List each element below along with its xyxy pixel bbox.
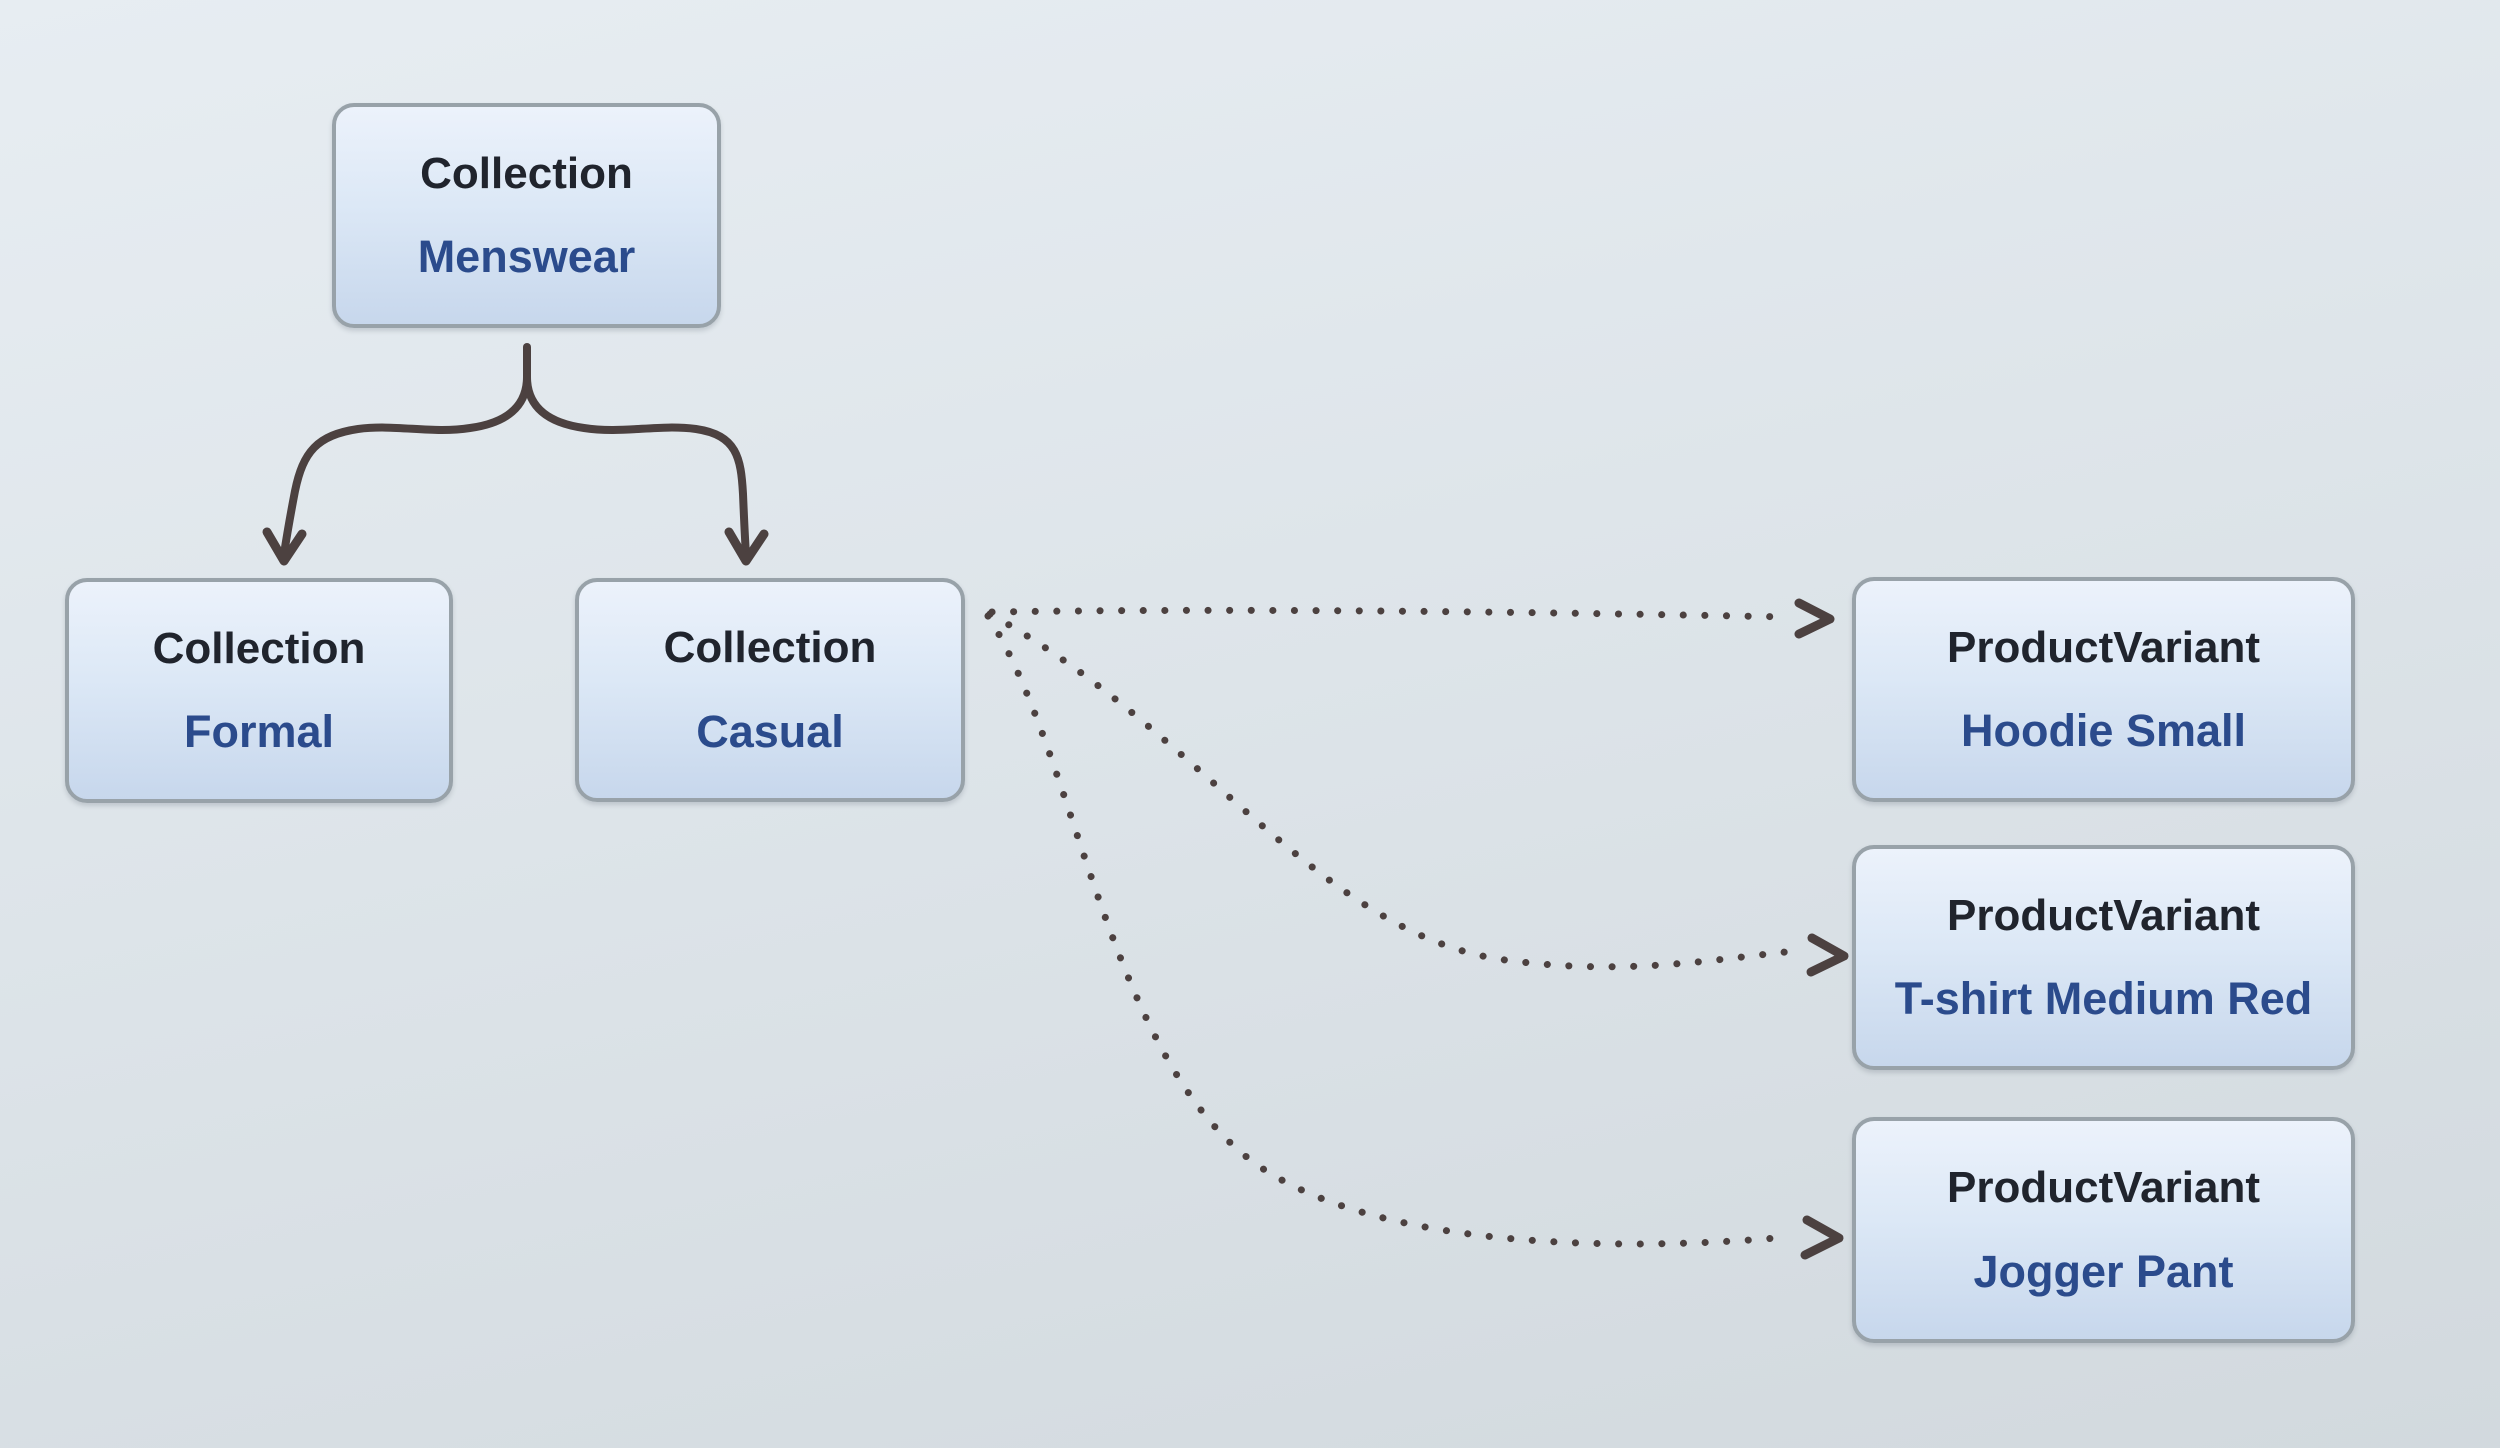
- node-productvariant-hoodie-small: ProductVariant Hoodie Small: [1852, 577, 2355, 802]
- arrowhead-right-icon: [1806, 933, 1849, 977]
- edge-menswear-casual: [523, 373, 750, 558]
- node-collection-casual: Collection Casual: [575, 578, 965, 802]
- edge-casual-hoodie: [988, 606, 1794, 621]
- arrowhead-down-icon: [724, 527, 769, 566]
- node-collection-menswear: Collection Menswear: [332, 103, 721, 328]
- arrowhead-right-icon: [1800, 1215, 1844, 1260]
- node-label: T-shirt Medium Red: [1894, 973, 2313, 1025]
- edge-casual-tshirt: [986, 610, 1799, 971]
- edge-casual-jogger: [984, 612, 1792, 1248]
- node-productvariant-jogger-pant: ProductVariant Jogger Pant: [1852, 1117, 2355, 1343]
- node-type: Collection: [663, 623, 877, 673]
- node-type: Collection: [152, 623, 366, 673]
- edge-menswear-formal: [280, 373, 531, 558]
- arrowhead-right-icon: [1794, 598, 1835, 639]
- node-type: ProductVariant: [1947, 890, 2260, 940]
- node-label: Formal: [183, 706, 335, 758]
- node-label: Jogger Pant: [1973, 1246, 2234, 1297]
- node-productvariant-tshirt-medium-red: ProductVariant T-shirt Medium Red: [1852, 845, 2355, 1070]
- node-collection-formal: Collection Formal: [65, 578, 453, 803]
- node-type: ProductVariant: [1947, 622, 2260, 672]
- node-label: Menswear: [417, 231, 636, 283]
- node-type: Collection: [420, 148, 633, 198]
- arrowhead-down-icon: [262, 527, 307, 566]
- node-label: Hoodie Small: [1960, 705, 2247, 757]
- node-label: Casual: [696, 705, 844, 757]
- node-type: ProductVariant: [1947, 1163, 2260, 1212]
